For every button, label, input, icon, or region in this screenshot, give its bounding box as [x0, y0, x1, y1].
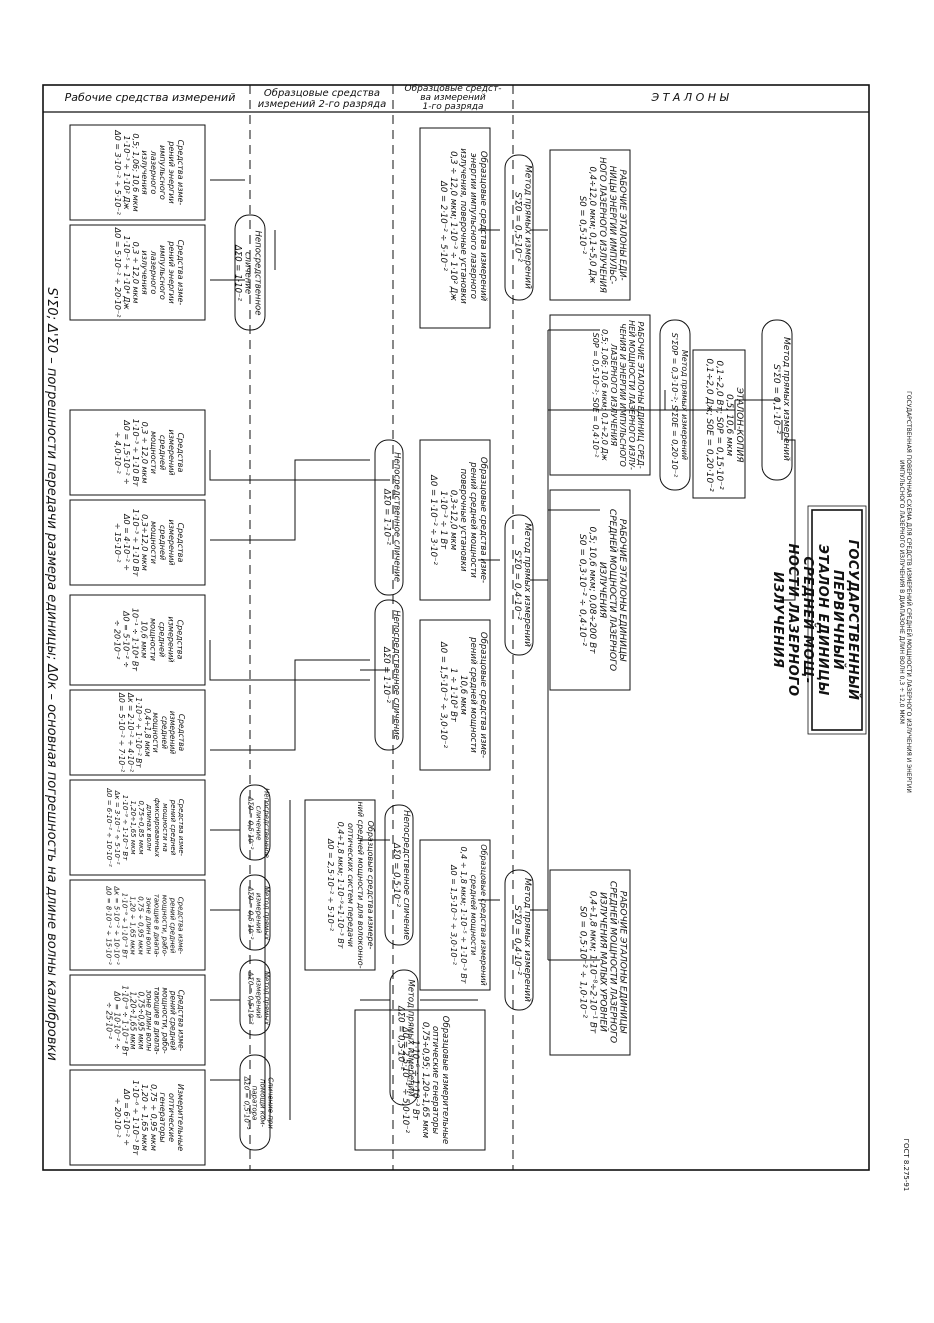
working-instrument-2: Средства изме- рений энергии импульсного…	[113, 227, 185, 318]
first-cat-3: Образцовые средства изме- рений средней …	[438, 631, 488, 759]
working-instrument-5: Средства измерений средней мощности 10,6…	[112, 607, 185, 672]
link-1-4: Метод прямых измерений ΔΣ0 = 0,5·10⁻²	[395, 979, 416, 1097]
top-caption: ГОСУДАРСТВЕННАЯ ПОВЕРОЧНАЯ СХЕМА ДЛЯ СРЕ…	[898, 391, 912, 793]
col-header-working: Рабочие средства измерений	[64, 91, 236, 104]
working-standard-4: РАБОЧИЕ ЭТАЛОНЫ ЕДИНИЦЫ СРЕДНЕЙ МОЩНОСТИ…	[577, 880, 628, 1044]
etalon-copy-box	[692, 349, 746, 499]
method-copy-box	[659, 319, 691, 491]
working-instrument-3: Средства измерений средней мощности 0,3 …	[113, 418, 185, 487]
primary-standard-box	[811, 509, 863, 731]
etalon-copy: ЭТАЛОН-КОПИЯ 0,5; 10,6 мкм 0,1÷2,0 Вт; S…	[704, 358, 744, 492]
col-header-etalons: Э Т А Л О Н Ы	[651, 91, 729, 104]
method-top-box	[761, 319, 793, 481]
method-copy: Метод прямых измерений S'Σ0P = 0,3·10⁻²;…	[670, 332, 689, 478]
working-instrument-1: Средства изме- рений энергии импульсного…	[113, 130, 185, 215]
working-instrument-4: Средства измерений средней мощности 0,3÷…	[113, 508, 185, 577]
doc-code: ГОСТ 8.275-91	[902, 1138, 910, 1192]
working-standard-1: РАБОЧИЕ ЭТАЛОНЫ ЕДИ- НИЦЫ ЭНЕРГИИ ИМПУЛЬ…	[577, 157, 627, 293]
working-instrument-8: Средства изме- рений средней мощности, р…	[104, 886, 185, 965]
method-row-1: Метод прямых измерений S'Σ0 = 0,5·10⁻²	[512, 164, 533, 290]
link-2-1: Непосредственное сличение ΔΣ0 = 1·10⁻²	[232, 230, 263, 316]
first-cat-4: Образцовые средства измерений средней мо…	[449, 844, 488, 986]
first-cat-1: Образцовые средства измерений энергии им…	[438, 148, 488, 304]
working-instrument-7: Средства изме- рений средней мощности на…	[105, 788, 185, 867]
col-header-second: Образцовые средства измерений 2-го разря…	[257, 88, 387, 110]
second-cat: Образцовые средства измере- ний средней …	[326, 801, 375, 969]
col-header-first: Образцовые средст- ва измерений 1-го раз…	[404, 84, 502, 112]
frame	[42, 84, 870, 1171]
method-row-2: Метод прямых измерений S'Σ0 = 0,4·10⁻²	[512, 522, 532, 648]
link-1-1: Непосредственное сличение ΔΣ0 = 1·10⁻²	[381, 452, 402, 582]
link-1-3: Непосредственное сличение ΔΣ0 = 0,5·10⁻²	[391, 810, 411, 940]
primary-standard: ГОСУДАРСТВЕННЫЙ ПЕРВИЧНЫЙ ЭТАЛОН ЕДИНИЦЫ…	[770, 539, 860, 701]
working-instrument-9: Средства изме- рений средней мощности, р…	[104, 985, 186, 1056]
footnote: S'Σ0; Δ'Σ0 – погрешности передачи размер…	[44, 287, 59, 1061]
first-cat-2: Образцовые средства изме- рений средней …	[428, 456, 488, 584]
method-top: Метод прямых измерений S'Σ0 = 0,1·10⁻²	[771, 336, 791, 462]
working-instrument-10: Измерительные оптические генераторы 0,75…	[113, 1080, 185, 1155]
link-2-4: Метод прямых измерений ΔΣ0 = 0,5·10⁻²	[246, 971, 271, 1025]
link-2-5: Сличение при помощи ком- паратора ΔΣ0 = …	[242, 1076, 275, 1130]
link-2-3: Метод прямых измерений ΔΣ0 = 0,5·10⁻²	[246, 886, 271, 940]
method-row-3: Метод прямых измерений S'Σ0 = 0,4·10⁻²	[512, 877, 532, 1003]
link-1-2: Непосредственное сличение ΔΣ0 = 1·10⁻²	[381, 610, 401, 740]
working-standard-2: РАБОЧИЕ ЭТАЛОНЫ ЕДИНИЦ СРЕД- НЕЙ МОЩНОСТ…	[591, 320, 645, 470]
working-standard-3: РАБОЧИЕ ЭТАЛОНЫ ЕДИНИЦЫ СРЕДНЕЙ МОЩНОСТИ…	[577, 508, 627, 672]
link-2-2: Непосредственное сличение ΔΣ0 = 0,5·10⁻²	[246, 788, 271, 858]
working-instrument-6: Средства измерений средней мощности 0,4÷…	[117, 692, 187, 773]
